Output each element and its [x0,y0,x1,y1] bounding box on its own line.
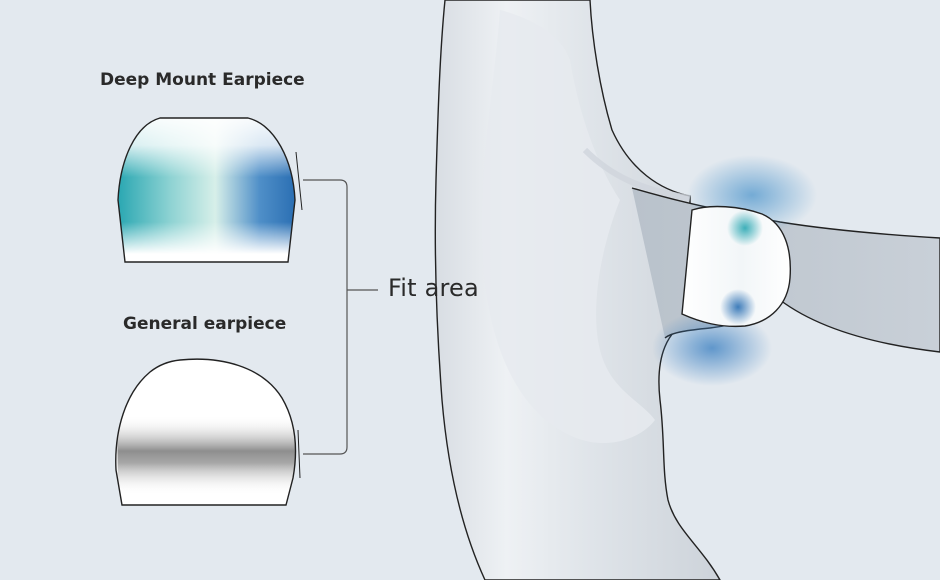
general-tick [297,429,301,479]
inserted-teal-spot [727,210,763,246]
general-earpiece-title: General earpiece [123,314,287,334]
general-earpiece [115,358,301,506]
deep-mount-tick [295,151,303,211]
ear-illustration [434,0,721,580]
inserted-earpiece-shape [681,205,792,328]
deep-mount-earpiece [117,117,303,263]
deep-mount-color-band [118,118,295,262]
general-gray-band [117,415,296,495]
ear-fold-shadow [481,10,655,444]
fit-glow-bottom [652,310,772,386]
ear-crease [582,147,691,201]
inserted-blue-spot [720,289,756,325]
inserted-earpiece [681,205,792,328]
deep-mount-title: Deep Mount Earpiece [100,70,305,90]
fit-area-label: Fit area [388,274,479,302]
fit-area-bracket [303,179,378,455]
